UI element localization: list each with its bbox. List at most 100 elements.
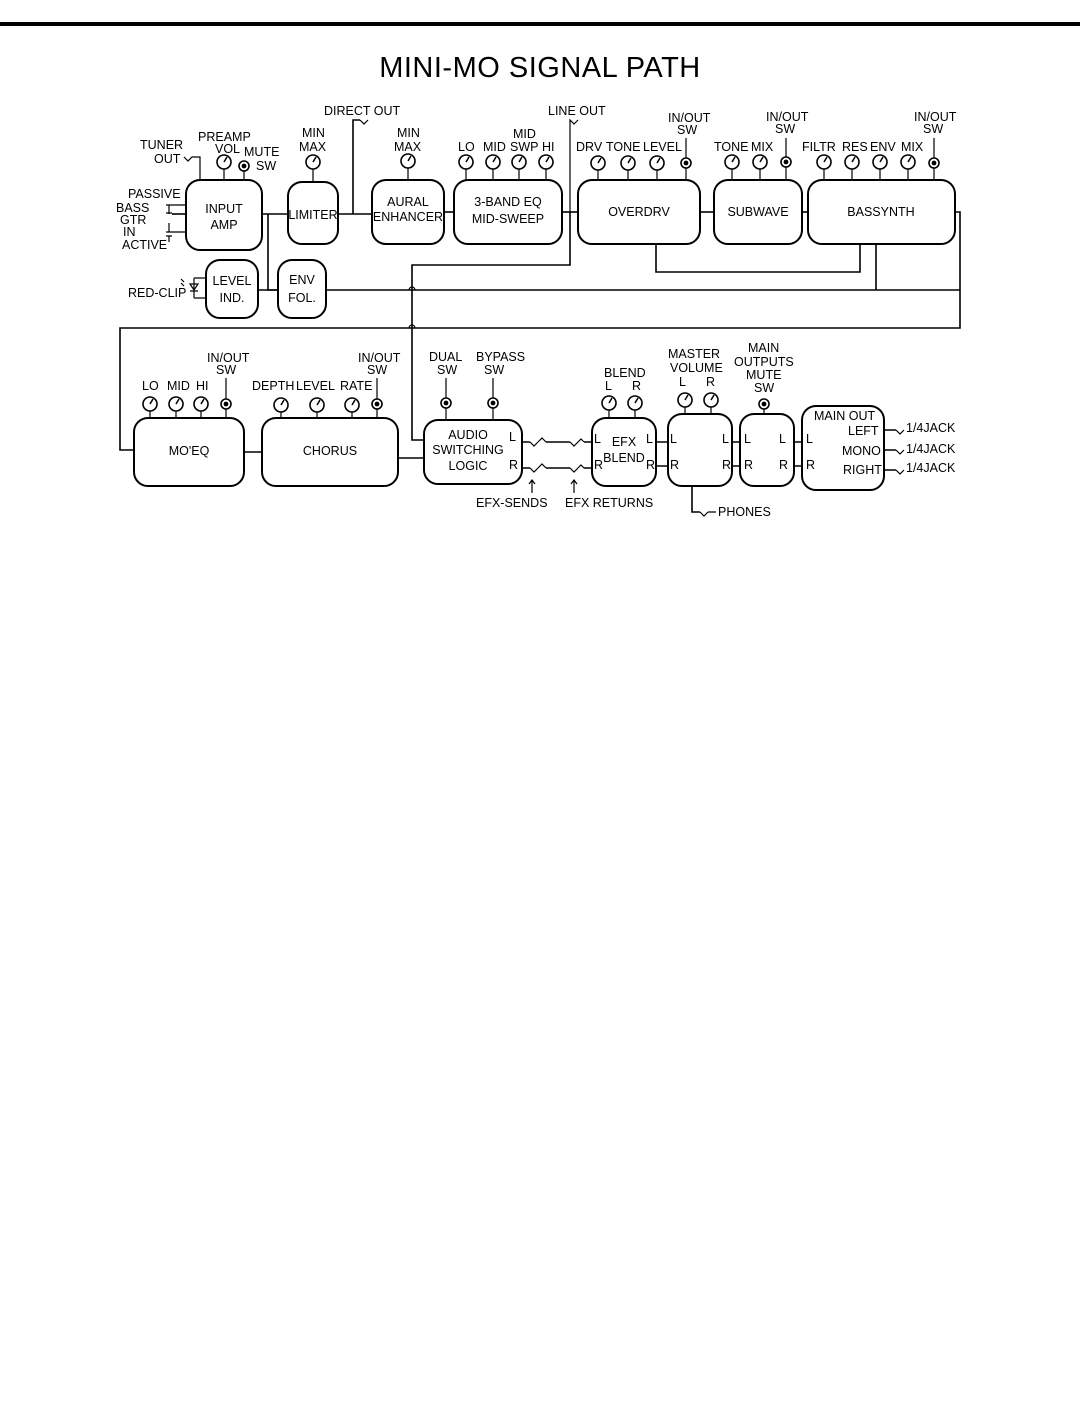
phones-jack-icon [699, 511, 716, 517]
drv-knob-icon[interactable] [590, 155, 606, 171]
moeq-box [133, 417, 245, 487]
eq-hi-label: HI [542, 140, 555, 154]
res-knob-icon[interactable] [844, 154, 860, 170]
passive-label: PASSIVE [128, 187, 181, 201]
input-jacks-icon [166, 204, 186, 242]
sub-switch-icon[interactable] [780, 156, 792, 168]
blend-r-label: R [632, 379, 641, 393]
main-mute-switch-icon[interactable] [758, 398, 770, 410]
chorus-switch-icon[interactable] [371, 398, 383, 410]
rate-knob-icon[interactable] [344, 397, 360, 413]
bypass-sw-label: SW [484, 363, 504, 377]
switching-label: SWITCHING [432, 443, 504, 457]
level-knob-icon[interactable] [649, 155, 665, 171]
moeq-sw-label: SW [216, 363, 236, 377]
sub-mix-knob-icon[interactable] [752, 154, 768, 170]
moeq-switch-icon[interactable] [220, 398, 232, 410]
mainout-r-in: R [806, 458, 815, 472]
bassynth-label: BASSYNTH [847, 205, 914, 219]
moeq-mid-label: MID [167, 379, 190, 393]
master-l-knob-icon[interactable] [677, 392, 693, 408]
asl-r-label: R [509, 458, 518, 472]
sub-mix-label: MIX [751, 140, 774, 154]
blend-r-knob-icon[interactable] [627, 395, 643, 411]
in-label: IN [123, 225, 136, 239]
chorus-box [261, 417, 399, 487]
synth-mix-knob-icon[interactable] [900, 154, 916, 170]
input-amp-label-2: AMP [210, 218, 237, 232]
sub-inout-label: IN/OUT [766, 110, 809, 124]
subwave-box [713, 179, 803, 245]
mono-label: MONO [842, 444, 881, 458]
mainout-l-in: L [806, 432, 813, 446]
blend-l-label: L [605, 379, 612, 393]
drv-label: DRV [576, 140, 603, 154]
3band-eq-box [453, 179, 563, 245]
bypass-switch-icon[interactable] [487, 397, 499, 409]
main-mute-box [739, 413, 795, 487]
subwave-label: SUBWAVE [727, 205, 788, 219]
red-clip-label: RED-CLIP [128, 286, 186, 300]
aural-knob-icon[interactable] [400, 153, 416, 169]
env-fol-box [277, 259, 327, 319]
main-out-label: MAIN OUT [814, 409, 875, 423]
eq-swp-label: SWP [510, 140, 538, 154]
limiter-knob-icon[interactable] [305, 154, 321, 170]
moeq-mid-knob-icon[interactable] [168, 396, 184, 412]
eq-swp-knob-icon[interactable] [511, 154, 527, 170]
efx-blend-box [591, 417, 657, 487]
row1-wiring [119, 119, 961, 451]
moeq-lo-label: LO [142, 379, 159, 393]
line-out-jack-icon [569, 118, 579, 212]
synth-sw-label: SW [923, 122, 943, 136]
chorus-label: CHORUS [303, 444, 357, 458]
master-label: MASTER [668, 347, 720, 361]
eq-hi-knob-icon[interactable] [538, 154, 554, 170]
depth-label: DEPTH [252, 379, 294, 393]
depth-knob-icon[interactable] [273, 397, 289, 413]
synth-inout-label: IN/OUT [914, 110, 957, 124]
synth-switch-icon[interactable] [928, 157, 940, 169]
mute-l-in: L [744, 432, 751, 446]
tuner-label: TUNER [140, 138, 183, 152]
mute-switch-icon[interactable] [238, 160, 250, 172]
left-label: LEFT [848, 424, 879, 438]
moeq-lo-knob-icon[interactable] [142, 396, 158, 412]
mute2-label: MUTE [746, 368, 781, 382]
efx-sends-label: EFX-SENDS [476, 496, 548, 510]
mute-label: MUTE [244, 145, 279, 159]
tone-knob-icon[interactable] [620, 155, 636, 171]
dual-label: DUAL [429, 350, 462, 364]
phones-label: PHONES [718, 505, 771, 519]
chorus-level-knob-icon[interactable] [309, 397, 325, 413]
preamp-vol-knob-icon[interactable] [216, 154, 232, 170]
rate-label: RATE [340, 379, 372, 393]
moeq-hi-knob-icon[interactable] [193, 396, 209, 412]
dual-switch-icon[interactable] [440, 397, 452, 409]
efx-returns-label: EFX RETURNS [565, 496, 653, 510]
filtr-label: FILTR [802, 140, 836, 154]
eq-lo-knob-icon[interactable] [458, 154, 474, 170]
aural-min-label: MIN [397, 126, 420, 140]
od-switch-icon[interactable] [680, 157, 692, 169]
eq-mid-top-label: MID [513, 127, 536, 141]
top-rule [0, 22, 1080, 26]
right-label: RIGHT [843, 463, 882, 477]
mute-l-out: L [779, 432, 786, 446]
env-knob-icon[interactable] [872, 154, 888, 170]
mv-l-out: L [722, 432, 729, 446]
blend-l-knob-icon[interactable] [601, 395, 617, 411]
master-r-label: R [706, 375, 715, 389]
filtr-knob-icon[interactable] [816, 154, 832, 170]
input-amp-label-1: INPUT [205, 202, 243, 216]
3band-eq-label: 3-BAND EQ [474, 195, 542, 209]
aural-label: AURAL [387, 195, 429, 209]
sub-tone-knob-icon[interactable] [724, 154, 740, 170]
eq-mid-knob-icon[interactable] [485, 154, 501, 170]
master-r-knob-icon[interactable] [703, 392, 719, 408]
level-ind-label-2: IND. [220, 291, 245, 305]
page-title: MINI-MO SIGNAL PATH [379, 52, 701, 84]
master-volume-box [667, 413, 733, 487]
efx-label: EFX [612, 435, 637, 449]
